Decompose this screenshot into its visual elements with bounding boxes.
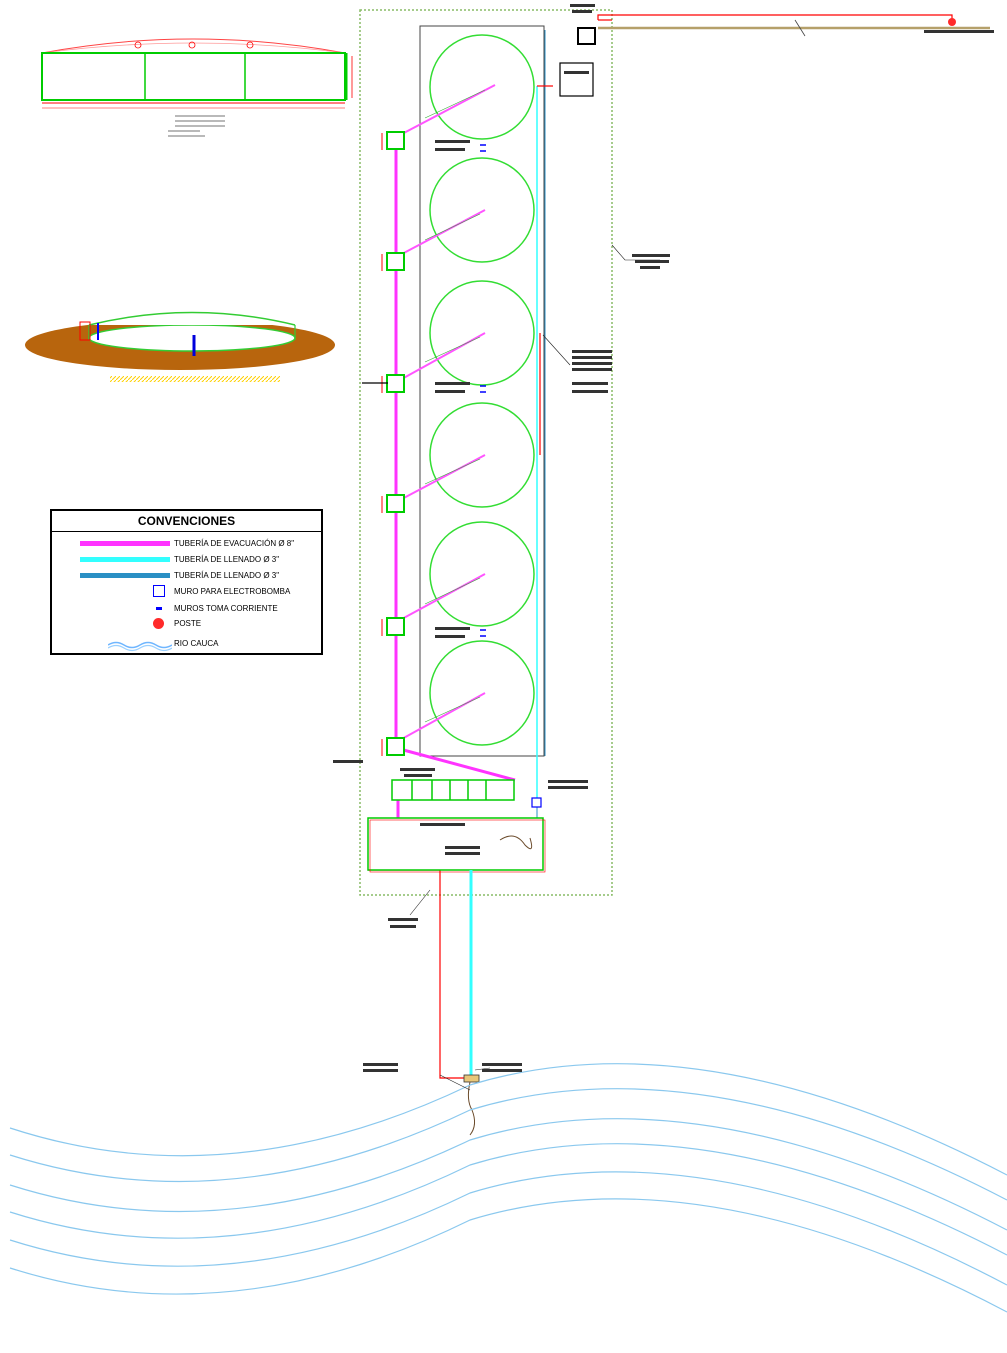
fill-pipe-light-icon bbox=[80, 557, 170, 562]
roof-section-detail bbox=[41, 38, 353, 137]
post-icon bbox=[153, 618, 164, 629]
reservoir-tank bbox=[367, 817, 544, 871]
inspection-boxes bbox=[386, 131, 405, 756]
legend-item-fill-pipe-light: TUBERÍA DE LLENADO Ø 3" bbox=[52, 553, 321, 569]
evacuation-pipe-icon bbox=[80, 541, 170, 546]
pond-drains bbox=[399, 84, 496, 741]
legend-item-pump-wall: MURO PARA ELECTROBOMBA bbox=[52, 585, 321, 601]
river-wave-icon bbox=[108, 641, 172, 652]
site-boundary bbox=[359, 9, 613, 896]
storage-room bbox=[559, 62, 594, 97]
filter-tanks bbox=[391, 779, 515, 801]
ponds bbox=[429, 34, 535, 746]
electrical-lines bbox=[368, 14, 953, 1079]
legend-item-river: RIO CAUCA bbox=[52, 637, 321, 653]
river-cauca bbox=[9, 1063, 1007, 1313]
electropump-wall bbox=[531, 797, 542, 808]
pond-3d-view bbox=[25, 311, 335, 382]
control-box bbox=[577, 27, 596, 45]
legend-item-fill-pipe-dark: TUBERÍA DE LLENADO Ø 3" bbox=[52, 569, 321, 585]
legend-item-evacuation-pipe: TUBERÍA DE EVACUACIÓN Ø 8" bbox=[52, 537, 321, 553]
fill-pipe-dark-icon bbox=[80, 573, 170, 578]
post-circle-icon bbox=[948, 18, 956, 26]
legend-title: CONVENCIONES bbox=[52, 511, 321, 532]
dash-icon bbox=[156, 607, 162, 610]
legend-item-outlet-walls: MUROS TOMA CORRIENTE bbox=[52, 602, 321, 618]
ponds-enclosure bbox=[419, 25, 545, 757]
legend: CONVENCIONES TUBERÍA DE EVACUACIÓN Ø 8" … bbox=[50, 509, 323, 655]
pump-box bbox=[463, 1074, 480, 1083]
square-outline-icon bbox=[153, 585, 165, 597]
legend-item-post: POSTE bbox=[52, 617, 321, 633]
outlet-dashes bbox=[480, 144, 486, 637]
